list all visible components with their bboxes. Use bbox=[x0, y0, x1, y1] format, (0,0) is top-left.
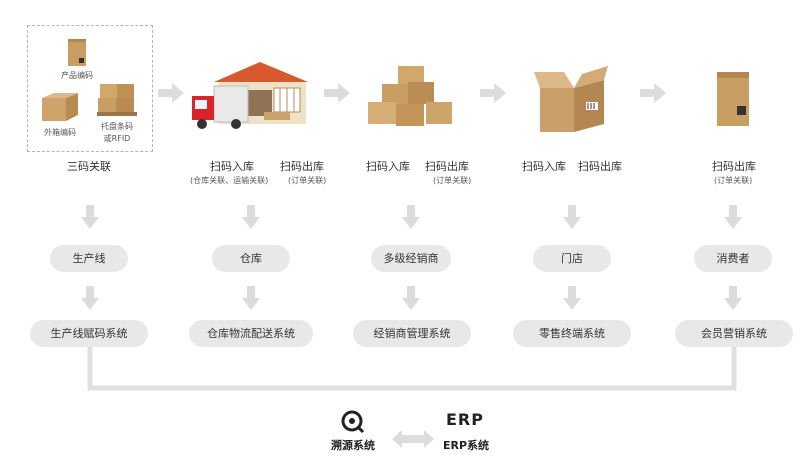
stage3-scan-out: 扫码出库 bbox=[425, 160, 469, 173]
open-carton-icon bbox=[534, 66, 608, 132]
role-consumer: 消费者 bbox=[694, 245, 772, 272]
stage3-scan-out-note: (订单关联) bbox=[433, 176, 472, 185]
stage2-scan-out-note: (订单关联) bbox=[288, 176, 327, 185]
warehouse-truck-icon bbox=[192, 62, 308, 129]
trace-system-icon bbox=[341, 410, 365, 434]
pallet-code-label-1: 托盘条码 bbox=[101, 122, 133, 131]
arrow-down-icon bbox=[242, 286, 260, 310]
product-code-label: 产品编码 bbox=[61, 71, 93, 80]
stage5-scan-out: 扫码出库 bbox=[712, 160, 756, 173]
role-distributor: 多级经销商 bbox=[371, 245, 451, 272]
role-warehouse: 仓库 bbox=[212, 245, 290, 272]
arrow-down-icon bbox=[242, 205, 260, 229]
arrow-down-icon bbox=[563, 286, 581, 310]
arrow-right-icon bbox=[324, 83, 350, 103]
role-store: 门店 bbox=[533, 245, 611, 272]
arrow-down-icon bbox=[563, 205, 581, 229]
arrow-down-icon bbox=[402, 286, 420, 310]
product-box-icon bbox=[68, 39, 86, 66]
erp-system-label: ERP系统 bbox=[442, 439, 490, 452]
erp-logo: ERP bbox=[446, 410, 484, 429]
stage2-scan-out: 扫码出库 bbox=[280, 160, 324, 173]
trace-system-label: 溯源系统 bbox=[331, 439, 375, 452]
stage4-scan-out: 扫码出库 bbox=[578, 160, 622, 173]
system-member-marketing: 会员营销系统 bbox=[675, 320, 793, 347]
stage5-scan-out-note: (订单关联) bbox=[714, 176, 753, 185]
arrow-right-icon bbox=[640, 83, 666, 103]
system-warehouse-logistics: 仓库物流配送系统 bbox=[189, 320, 313, 347]
code-association-box bbox=[27, 25, 153, 152]
pallet-icon bbox=[97, 84, 137, 116]
arrow-right-icon bbox=[480, 83, 506, 103]
box-stack-icon bbox=[368, 66, 452, 126]
system-distributor-management: 经销商管理系统 bbox=[353, 320, 471, 347]
code-association-title: 三码关联 bbox=[67, 160, 111, 173]
arrow-down-icon bbox=[81, 205, 99, 229]
arrow-down-icon bbox=[724, 286, 742, 310]
stage2-scan-in: 扫码入库 bbox=[210, 160, 254, 173]
arrow-down-icon bbox=[402, 205, 420, 229]
stage2-scan-in-note: (仓库关联、运输关联) bbox=[190, 176, 269, 185]
role-production-line: 生产线 bbox=[50, 245, 128, 272]
bidirectional-arrow-icon bbox=[392, 430, 434, 448]
stage4-scan-in: 扫码入库 bbox=[522, 160, 566, 173]
arrow-right-icon bbox=[158, 83, 184, 103]
carton-code-label: 外箱编码 bbox=[44, 128, 76, 137]
carton-box-icon bbox=[42, 93, 78, 121]
system-production-coding: 生产线赋码系统 bbox=[30, 320, 148, 347]
arrow-down-icon bbox=[81, 286, 99, 310]
stage3-scan-in: 扫码入库 bbox=[366, 160, 410, 173]
paper-bag-icon bbox=[717, 72, 749, 126]
arrow-down-icon bbox=[724, 205, 742, 229]
system-retail-terminal: 零售终端系统 bbox=[513, 320, 631, 347]
pallet-code-label-2: 或RFID bbox=[103, 134, 131, 143]
